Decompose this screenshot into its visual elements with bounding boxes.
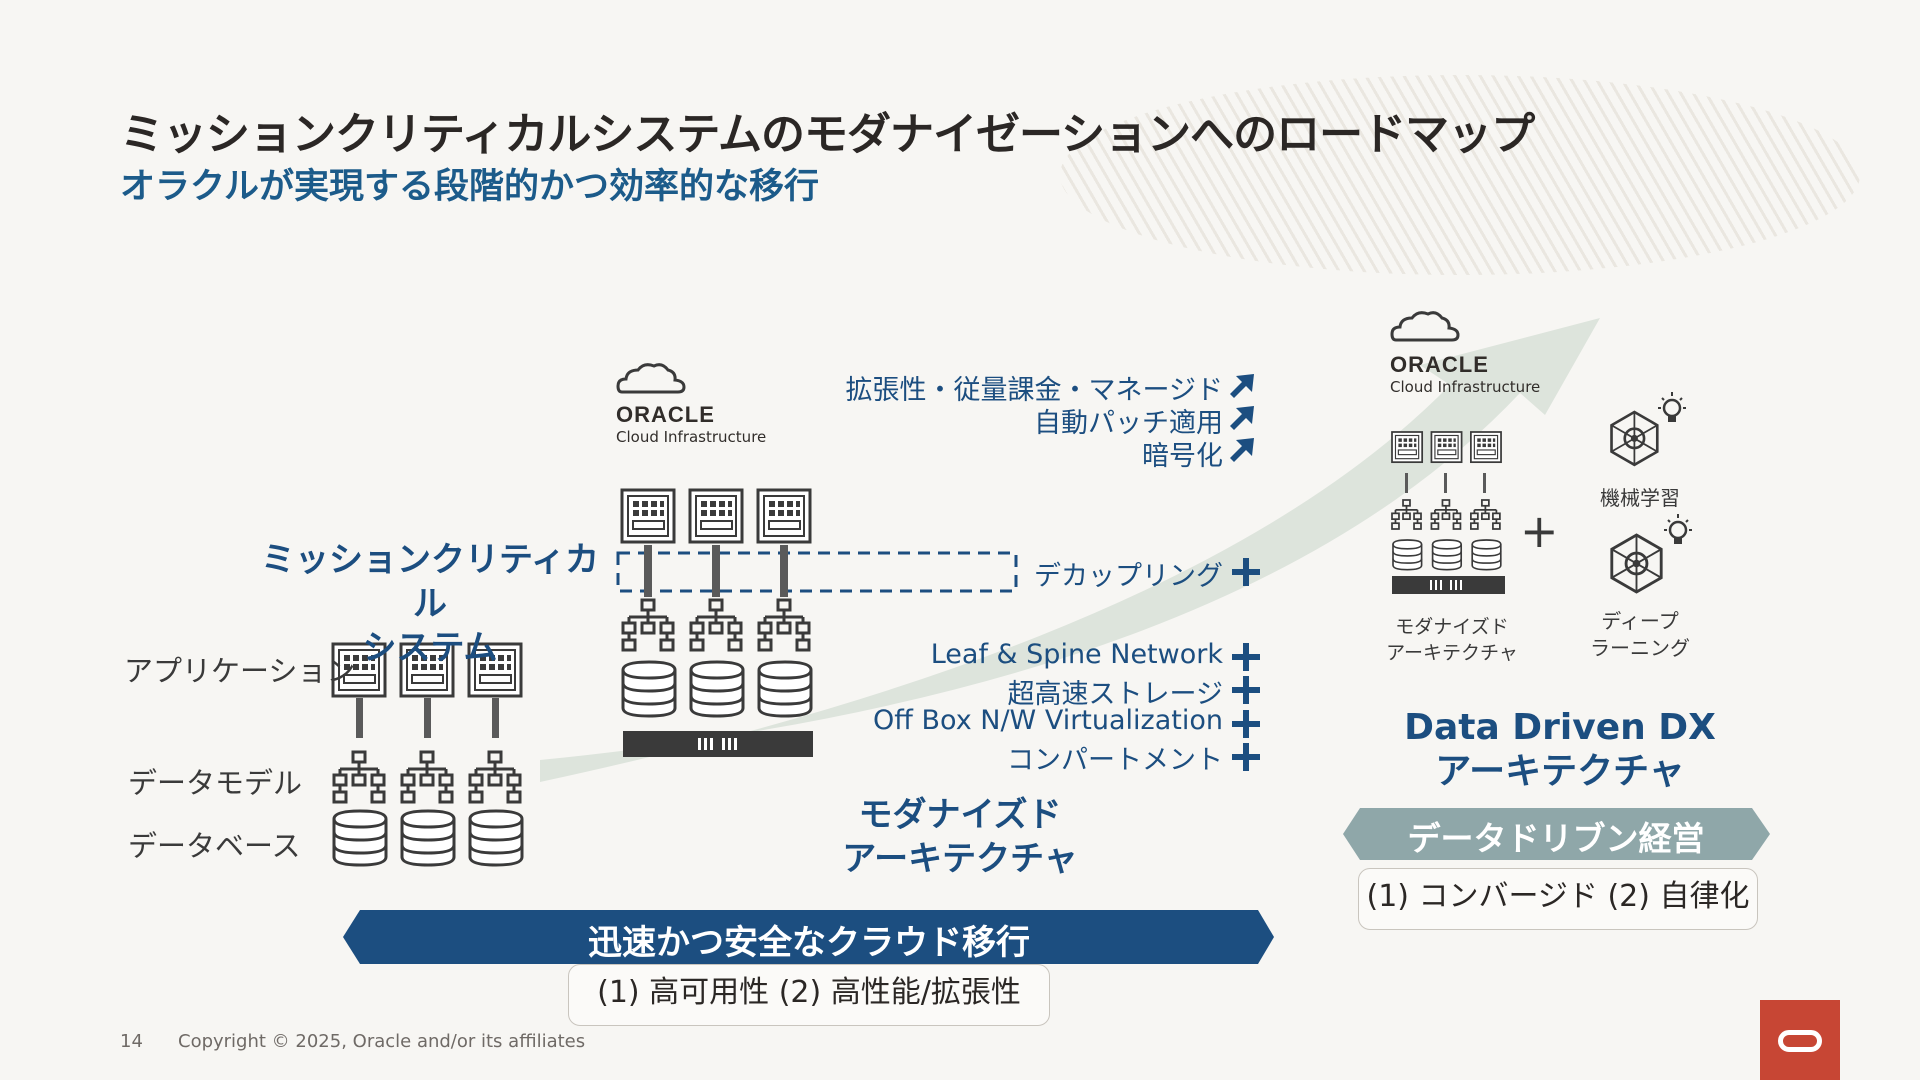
data-driven-box: (1) コンバージド (2) 自律化	[1358, 868, 1758, 930]
data-driven-banner-shape	[1343, 808, 1770, 860]
dl-label-line1: ディープ	[1601, 609, 1679, 633]
datadriven-heading-line2: アーキテクチャ	[1435, 751, 1685, 792]
dl-label: ディープ ラーニング	[1590, 608, 1690, 662]
feature-compartment: コンパートメント	[1007, 745, 1223, 776]
decorative-pattern	[1060, 75, 1860, 275]
oracle-logo-icon	[1760, 1000, 1840, 1080]
datadriven-heading-line1: Data Driven DX	[1404, 707, 1716, 748]
page-number: 14	[120, 1031, 143, 1052]
modernized-heading: モダナイズド アーキテクチャ	[820, 793, 1100, 881]
modernized-heading-line2: アーキテクチャ	[842, 839, 1078, 879]
oci-label: Cloud Infrastructure	[1390, 378, 1541, 396]
cloud-migration-box: (1) 高可用性 (2) 高性能/拡張性	[568, 964, 1050, 1026]
oracle-wordmark: ORACLE	[616, 402, 715, 427]
legacy-heading-line1: ミッションクリティカル	[261, 540, 599, 624]
dl-label-line2: ラーニング	[1590, 636, 1690, 660]
feature-encryption: 暗号化	[1142, 441, 1223, 472]
dl-icon	[1610, 533, 1663, 594]
feature-decoupling: デカップリング	[1034, 561, 1223, 592]
oci-logo-middle: ORACLE Cloud Infrastructure	[616, 402, 766, 446]
layer-label-database: データベース	[128, 829, 301, 863]
right-modernized-line1: モダナイズド	[1395, 616, 1509, 638]
page-title: ミッションクリティカルシステムのモダナイゼーションへのロードマップ	[120, 109, 1535, 160]
oracle-wordmark: ORACLE	[1390, 352, 1489, 377]
cloud-migration-banner: 迅速かつ安全なクラウド移行	[588, 923, 1030, 963]
data-driven-banner: データドリブン経営	[1407, 819, 1705, 858]
oci-label: Cloud Infrastructure	[616, 428, 767, 446]
feature-offbox: Off Box N/W Virtualization	[873, 705, 1223, 736]
legacy-heading: ミッションクリティカル システム	[260, 538, 600, 670]
right-modernized-label: モダナイズド アーキテクチャ	[1372, 614, 1532, 666]
copyright: Copyright © 2025, Oracle and/or its affi…	[178, 1031, 586, 1052]
oci-stack-middle	[616, 363, 1018, 757]
ml-icon	[1610, 410, 1659, 467]
right-modernized-line2: アーキテクチャ	[1386, 642, 1518, 664]
layer-label-application: アプリケーション	[124, 654, 356, 688]
plus-sign: +	[1520, 504, 1559, 558]
feature-autopatch: 自動パッチ適用	[1034, 408, 1223, 439]
oci-stack-right	[1390, 311, 1505, 594]
page-subtitle: オラクルが実現する段階的かつ効率的な移行	[120, 167, 819, 207]
cloud-migration-banner-shape	[343, 910, 1274, 964]
dl-bulb-icon	[1662, 512, 1694, 546]
ml-label: 機械学習	[1600, 486, 1680, 510]
legacy-heading-line2: システム	[362, 628, 498, 668]
feature-scalability: 拡張性・従量課金・マネージド	[845, 375, 1223, 406]
feature-storage: 超高速ストレージ	[1007, 679, 1223, 710]
modernized-heading-line1: モダナイズド	[858, 795, 1062, 835]
growth-arrow	[540, 318, 1600, 782]
oci-logo-right: ORACLE Cloud Infrastructure	[1390, 352, 1540, 396]
ml-bulb-icon	[1656, 390, 1688, 424]
feature-leaf-spine: Leaf & Spine Network	[930, 639, 1223, 670]
legacy-stack	[331, 642, 524, 867]
datadriven-heading: Data Driven DX アーキテクチャ	[1370, 706, 1750, 794]
layer-label-datamodel: データモデル	[128, 766, 303, 800]
